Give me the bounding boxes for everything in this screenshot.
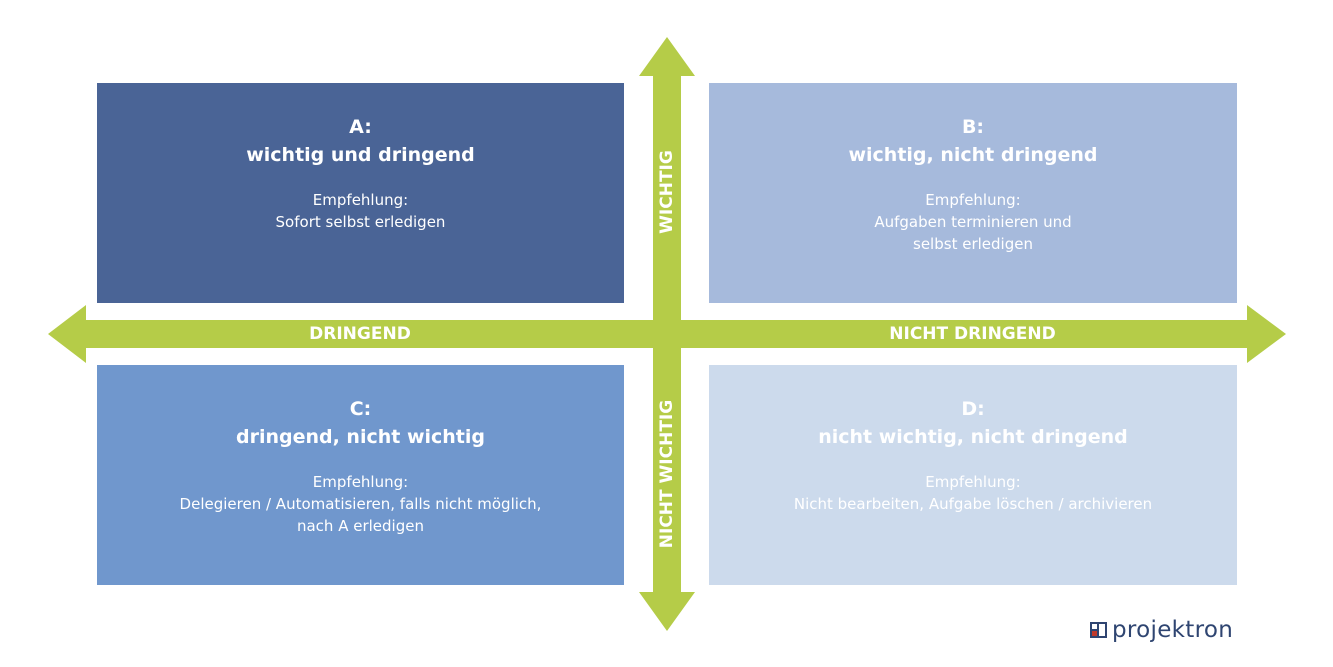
quadrant-title: wichtig und dringend [246, 144, 475, 166]
logo-mark-icon [1090, 622, 1107, 638]
quadrant-recommendation: Empfehlung: Delegieren / Automatisieren,… [180, 471, 542, 537]
recommendation-text: Delegieren / Automatisieren, falls nicht… [179, 495, 542, 535]
axis-label-wichtig: WICHTIG [657, 150, 677, 234]
recommendation-text: Nicht bearbeiten, Aufgabe löschen / arch… [793, 495, 1153, 513]
axis-label-nicht-wichtig: NICHT WICHTIG [657, 399, 677, 549]
quadrant-c: C: dringend, nicht wichtig Empfehlung: D… [97, 365, 624, 585]
quadrant-letter: C: [349, 398, 372, 420]
quadrant-letter: D: [961, 398, 985, 420]
quadrant-a: A: wichtig und dringend Empfehlung: Sofo… [97, 83, 624, 303]
quadrant-letter: B: [961, 116, 985, 138]
quadrant-recommendation: Empfehlung: Nicht bearbeiten, Aufgabe lö… [794, 471, 1152, 515]
recommendation-text: Sofort selbst erledigen [275, 213, 446, 231]
axis-label-nicht-dringend: NICHT DRINGEND [889, 324, 1056, 344]
quadrant-recommendation: Empfehlung: Sofort selbst erledigen [276, 189, 446, 233]
recommendation-label: Empfehlung: [312, 473, 409, 491]
quadrant-d: D: nicht wichtig, nicht dringend Empfehl… [709, 365, 1237, 585]
quadrant-title: wichtig, nicht dringend [848, 144, 1098, 166]
recommendation-label: Empfehlung: [925, 473, 1021, 491]
recommendation-label: Empfehlung: [925, 191, 1021, 209]
axis-label-dringend: DRINGEND [309, 324, 411, 344]
quadrant-recommendation: Empfehlung: Aufgaben terminieren und sel… [874, 189, 1071, 255]
projektron-logo: projektron [1090, 616, 1233, 644]
quadrant-letter: A: [349, 116, 372, 138]
quadrant-b: B: wichtig, nicht dringend Empfehlung: A… [709, 83, 1237, 303]
recommendation-label: Empfehlung: [312, 191, 409, 209]
vertical-axis-arrow [639, 37, 695, 631]
logo-text: projektron [1112, 617, 1234, 643]
quadrant-title: dringend, nicht wichtig [235, 426, 486, 448]
quadrant-title: nicht wichtig, nicht dringend [818, 426, 1128, 448]
recommendation-text: Aufgaben terminieren und selbst erledige… [874, 213, 1072, 253]
